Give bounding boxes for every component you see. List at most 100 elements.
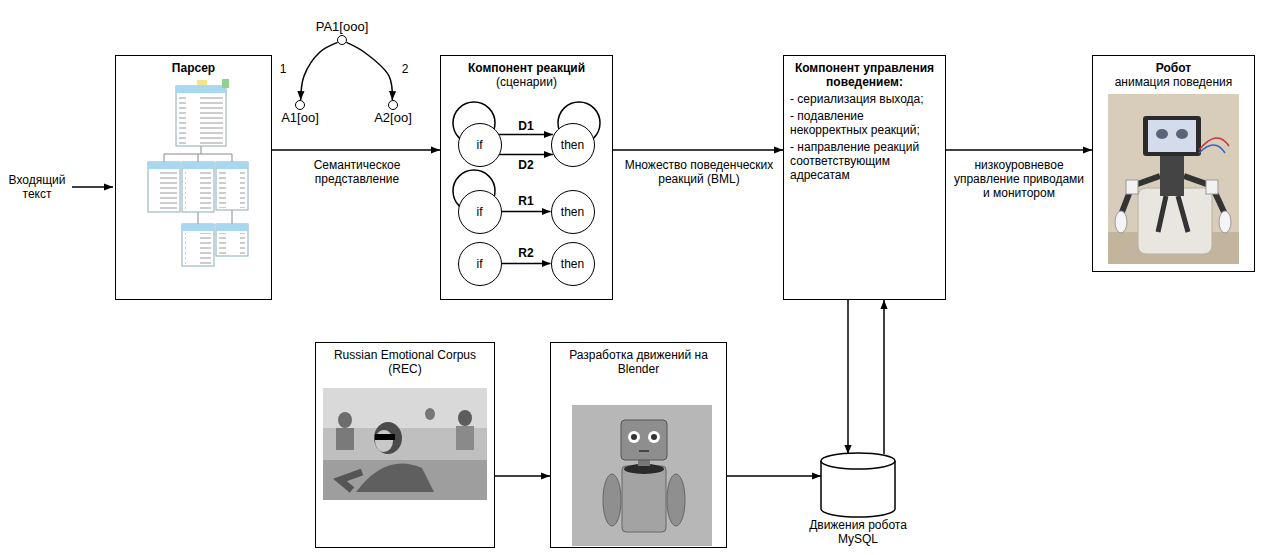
corpus-photo xyxy=(458,410,472,426)
robot-photo xyxy=(1184,176,1224,212)
robot-photo xyxy=(1158,196,1188,232)
edge-label: Множество поведенческих реакций (BML) xyxy=(618,158,780,186)
corpus-photo xyxy=(375,430,393,452)
robot-photo xyxy=(1108,94,1239,264)
parse-tree-illustration xyxy=(219,233,245,254)
input-arrow xyxy=(72,186,113,188)
robot-photo xyxy=(1148,120,1196,152)
node-title: if xyxy=(477,138,483,152)
node-title: Движения робота MySQL xyxy=(800,518,916,546)
corpus-photo xyxy=(425,408,435,420)
parse-tree-illustration xyxy=(222,79,229,88)
robot-photo xyxy=(1206,180,1218,194)
edge-label: Семантическое представление xyxy=(282,158,432,186)
node-title: Парсер xyxy=(122,61,265,75)
parse-tree-illustration xyxy=(148,79,248,266)
condition-circle: if xyxy=(458,242,502,286)
robot-box: Роботанимация поведения xyxy=(1092,55,1255,272)
tree-node: A2[oo] xyxy=(388,100,398,110)
corpus-photo xyxy=(375,434,395,440)
robot-photo xyxy=(1122,176,1160,212)
node-title: Робот xyxy=(1099,61,1248,75)
database-cylinder xyxy=(821,453,895,469)
tree-node: A1[oo] xyxy=(295,100,305,110)
edge-label: R2 xyxy=(511,246,541,260)
flow-arrow xyxy=(272,149,440,151)
parse-tree-illustration xyxy=(148,162,180,169)
input-label: Входящий текст xyxy=(4,173,70,201)
edge-label: D1 xyxy=(511,119,541,133)
flow-arrow xyxy=(502,263,551,265)
node-title: A2[oo] xyxy=(374,111,412,125)
edge-label: низкоуровневое управление приводами и мо… xyxy=(949,158,1089,200)
parse-tree-illustration xyxy=(148,162,180,212)
component-box: Компонент реакций(сценарии) if then if then i… xyxy=(440,55,613,300)
blender-render xyxy=(621,420,667,460)
robot-photo xyxy=(1143,116,1201,156)
flow-arrow xyxy=(499,134,553,136)
flow-arrow xyxy=(499,154,553,156)
robot-photo xyxy=(1219,211,1231,233)
component-box: Парсер xyxy=(115,55,272,300)
node-title: A1[oo] xyxy=(281,111,319,125)
node-text: - направление реакций соответствующим ад… xyxy=(790,140,939,182)
corpus-box: Russian Emotional Corpus (REC) xyxy=(315,342,495,548)
robot-photo xyxy=(1156,129,1168,139)
flow-arrow xyxy=(847,300,849,454)
robot-photo xyxy=(1115,211,1127,233)
robot-photo xyxy=(1138,188,1212,254)
robot-photo xyxy=(1126,180,1138,194)
node-title: Russian Emotional Corpus (REC) xyxy=(322,348,488,376)
node-title: Компонент реакций xyxy=(447,61,606,75)
action-circle: then xyxy=(551,123,595,167)
node-title: PA1[ooo] xyxy=(316,20,369,34)
input-arrow xyxy=(72,187,113,188)
database-node: Движения робота MySQL xyxy=(800,452,916,546)
parse-tree-illustration xyxy=(185,171,211,210)
blender-render xyxy=(667,474,685,526)
flow-arrow xyxy=(502,211,551,213)
condition-circle: if xyxy=(458,190,502,234)
node-text: (сценарии) xyxy=(447,75,606,89)
corpus-photo xyxy=(374,422,402,454)
parse-tree-illustration xyxy=(182,224,214,266)
parse-tree-illustration xyxy=(216,224,248,256)
edge-label: D2 xyxy=(511,158,541,172)
corpus-photo xyxy=(323,388,487,500)
edge-label: 1 xyxy=(276,62,290,76)
parse-tree-illustration xyxy=(176,86,226,146)
parse-tree-illustration xyxy=(216,224,248,231)
action-circle: then xyxy=(551,190,595,234)
node-title: then xyxy=(561,257,584,271)
corpus-photo xyxy=(323,388,487,500)
node-title: then xyxy=(561,205,584,219)
corpus-photo xyxy=(323,388,487,428)
parse-tree-illustration xyxy=(216,162,248,169)
parse-tree-illustration xyxy=(182,162,214,212)
node-text: - сериализация выхода; xyxy=(790,92,939,106)
parse-tree-illustration xyxy=(179,95,223,144)
parse-tree-illustration xyxy=(151,171,177,210)
action-circle: then xyxy=(551,242,595,286)
modeling-box: Разработка движений на Blender xyxy=(550,342,727,548)
blender-render xyxy=(639,450,649,452)
edge-label: 2 xyxy=(398,62,412,76)
blender-render xyxy=(572,405,712,546)
blender-render xyxy=(622,466,666,532)
flow-arrow xyxy=(883,300,885,454)
blender-render xyxy=(651,434,657,440)
corpus-photo xyxy=(356,463,434,492)
corpus-photo xyxy=(456,426,474,450)
edge-label: R1 xyxy=(511,194,541,208)
blender-render xyxy=(572,405,712,546)
corpus-photo xyxy=(340,472,362,490)
robot-photo xyxy=(1199,145,1225,153)
flow-arrow xyxy=(495,475,550,477)
robot-photo xyxy=(1108,94,1239,264)
node-title: Компонент управления поведением: xyxy=(790,61,939,89)
tree-node: PA1[ooo] xyxy=(337,35,347,45)
parse-tree-illustration xyxy=(197,80,207,85)
parse-tree-illustration xyxy=(216,162,248,210)
flow-arrow xyxy=(946,149,1092,151)
